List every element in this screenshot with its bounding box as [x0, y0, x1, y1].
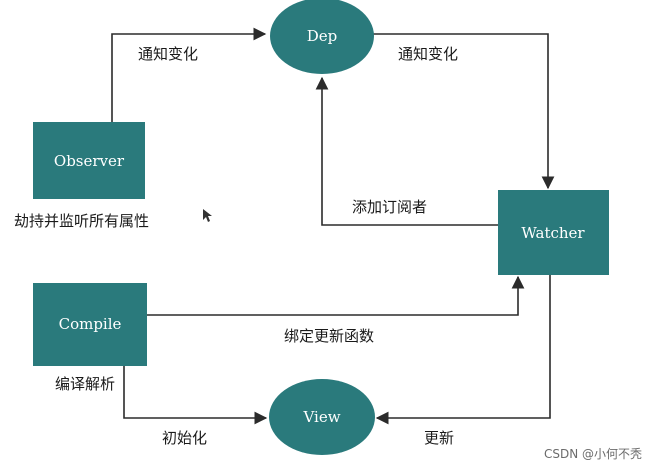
- edge-dep-to-watcher: [364, 33, 555, 190]
- view-node: [269, 379, 375, 455]
- compile-node: [33, 283, 147, 366]
- dep-node-label: Dep: [307, 27, 338, 45]
- label-observer-desc: 劫持并监听所有属性: [14, 212, 149, 230]
- label-compile-to-view: 初始化: [162, 429, 207, 447]
- label-watcher-to-view: 更新: [424, 429, 454, 447]
- compile-node-label: Compile: [59, 315, 122, 333]
- cursor-icon: [203, 209, 212, 222]
- edge-observer-to-dep: [111, 27, 267, 122]
- watermark: CSDN @小何不秃: [544, 447, 642, 461]
- label-compile-to-watcher: 绑定更新函数: [284, 327, 374, 345]
- label-compile-desc: 编译解析: [55, 375, 115, 393]
- edge-compile-to-view: [123, 366, 268, 425]
- label-dep-to-watcher: 通知变化: [398, 45, 458, 63]
- label-watcher-to-dep: 添加订阅者: [352, 198, 427, 216]
- edge-watcher-to-view: [375, 275, 551, 425]
- observer-node: [33, 122, 145, 199]
- dep-node: [270, 0, 374, 74]
- label-observer-to-dep: 通知变化: [138, 45, 198, 63]
- edge-watcher-to-dep: [315, 76, 498, 226]
- watcher-node: [498, 190, 609, 275]
- observer-node-label: Observer: [54, 152, 125, 170]
- edge-compile-to-watcher: [147, 275, 525, 316]
- view-node-label: View: [302, 408, 340, 426]
- watcher-node-label: Watcher: [521, 224, 585, 242]
